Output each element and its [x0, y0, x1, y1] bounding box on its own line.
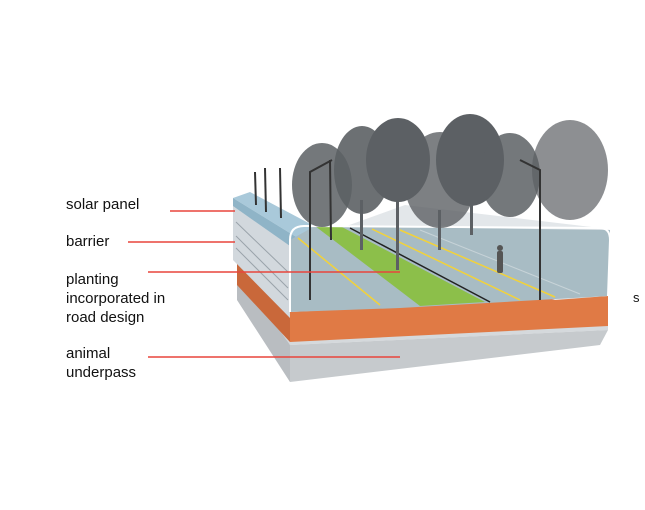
label-planting: planting incorporated in road design [66, 271, 166, 326]
light-poles [254, 159, 541, 300]
section-outline [289, 224, 612, 312]
edge-text: s [633, 290, 640, 305]
planting-strip [315, 226, 485, 306]
trees [292, 114, 608, 270]
label-solar-panel: solar panel [66, 196, 140, 213]
barrier-wall [233, 198, 290, 318]
label-animal-underpass: animal underpass [66, 345, 137, 381]
earth-layer [237, 262, 608, 342]
road-deck [290, 226, 610, 312]
pedestrian [497, 245, 503, 273]
leader-lines [128, 210, 400, 358]
label-barrier: barrier [66, 233, 110, 250]
